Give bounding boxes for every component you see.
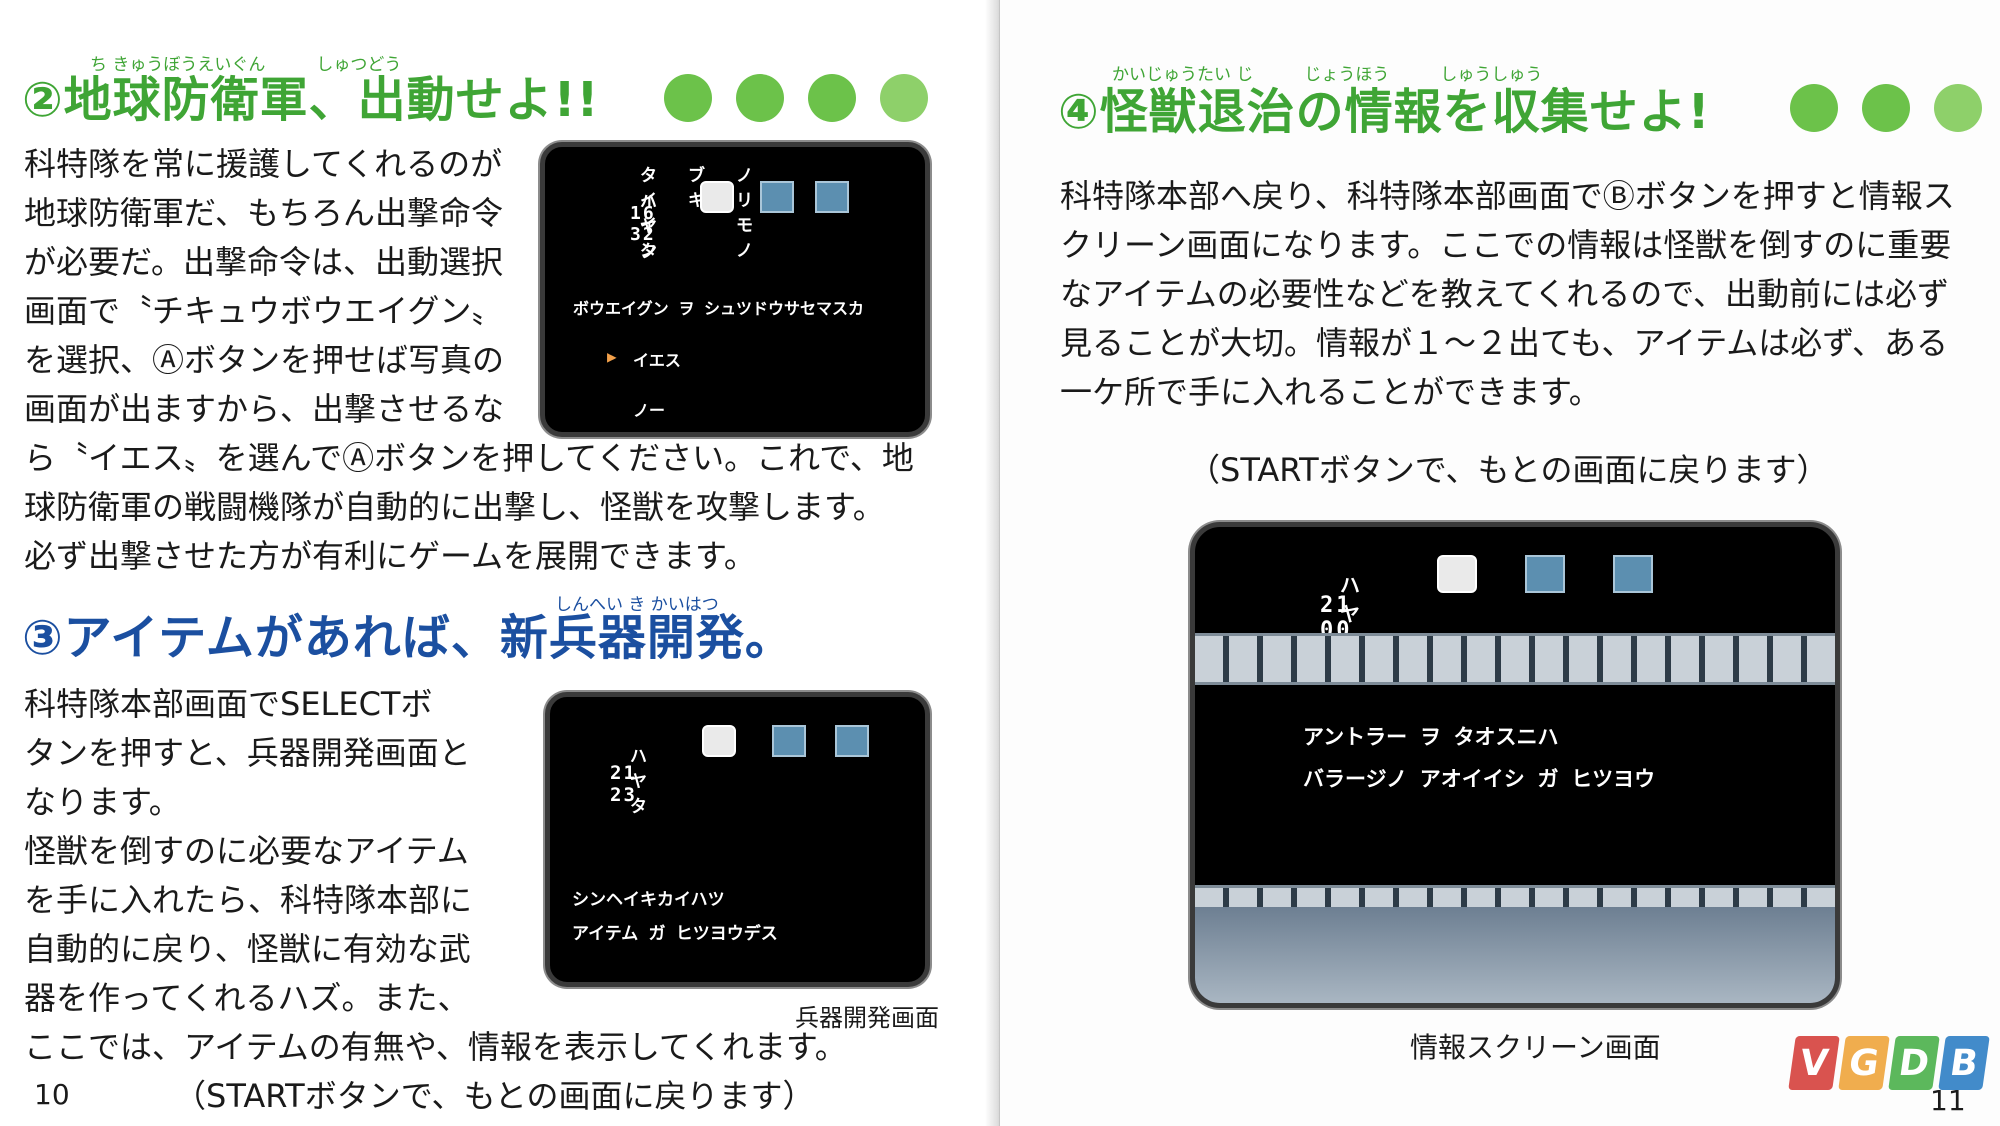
text-line: 自動的に戻り、怪獣に有効な武: [24, 930, 471, 968]
screen-line-1: アントラー ヲ タオスニハ: [1303, 725, 1559, 749]
screen-prompt: ボウエイグン ヲ シュツドウサセマスカ: [573, 299, 864, 318]
text-line: 科特隊本部へ戻り、科特隊本部画面でⒷボタンを押すと情報ス: [1060, 177, 1955, 215]
green-dot-icon: [1790, 84, 1838, 132]
pointer-cursor-icon: ▶: [607, 347, 617, 366]
section2-ruby: ち きゅうぼうえいぐん しゅつどう: [90, 55, 402, 75]
defense-force-screenshot: タイイン ブキ ノリモノ ハヤタ 16 32 ボウエイグン ヲ シュツドウサセマ…: [540, 142, 930, 437]
section3-ruby: しんへい き かいはつ: [555, 595, 719, 615]
hud-label: タイイン: [640, 166, 660, 261]
text-line: 一ケ所で手に入れることができます。: [1060, 373, 1601, 411]
green-dot-icon: [664, 74, 712, 122]
section2-paragraph: 科特隊を常に援護してくれるのが 地球防衛軍だ、もちろん出撃命令 が必要だ。出撃命…: [24, 140, 914, 581]
screen-line-2: バラージノ アオイイシ ガ ヒツヨウ: [1303, 767, 1656, 791]
astronaut-helmet-icon: [702, 725, 736, 757]
text-line: 球防衛軍の戦闘機隊が自動的に出撃し、怪獣を攻撃します。: [24, 488, 885, 526]
section2-title: ②地球防衛軍、出動せよ!!: [22, 72, 600, 128]
hud-name: ハヤタ: [640, 192, 657, 262]
option-yes: イエス: [633, 351, 681, 370]
page-number-right: 11: [1930, 1084, 1966, 1117]
green-dot-icon: [1934, 84, 1982, 132]
right-page: かいじゅうたい じ じょうほう しゅうしゅう ④怪獣退治の情報を収集せよ! 科特…: [1000, 0, 2000, 1126]
section4-ruby: かいじゅうたい じ じょうほう しゅうしゅう: [1112, 65, 1543, 85]
text-line: 画面で〝チキュウボウエイグン〟: [24, 292, 504, 330]
astronaut-helmet-icon: [700, 181, 734, 213]
vehicle-icon: [835, 725, 869, 757]
section2-decor-dots: [664, 74, 928, 122]
section3-paragraph: 科特隊本部画面でSELECTボ タンを押すと、兵器開発画面と なります。 怪獣を…: [24, 680, 847, 1121]
section4-title: ④怪獣退治の情報を収集せよ!: [1058, 84, 1711, 140]
logo-letter: G: [1838, 1036, 1890, 1090]
hud-label: ノリモノ: [736, 166, 756, 261]
text-line: 科特隊本部画面でSELECTボ: [24, 685, 433, 723]
text-line: が必要だ。出撃命令は、出動選択: [24, 243, 504, 281]
option-no: ノー: [633, 401, 666, 420]
left-page: ち きゅうぼうえいぐん しゅつどう ②地球防衛軍、出動せよ!! 科特隊を常に援護…: [22, 55, 939, 1121]
control-panel-strip-top: [1195, 633, 1835, 685]
hud-numbers: 21 23: [610, 762, 637, 806]
section4-paragraph: 科特隊本部へ戻り、科特隊本部画面でⒷボタンを押すと情報ス クリーン画面になります…: [1060, 172, 1955, 417]
green-dot-icon: [880, 74, 928, 122]
weapon-development-screenshot: ハヤタ 21 23 シンヘイキカイハツ アイテム ガ ヒツヨウデス: [545, 692, 930, 987]
logo-letter: B: [1938, 1036, 1990, 1090]
astronaut-helmet-icon: [1437, 555, 1477, 593]
text-line: 見ることが大切。情報が１～２出ても、アイテムは必ず、ある: [1060, 324, 1949, 362]
logo-letter: V: [1788, 1036, 1840, 1090]
console-base: [1195, 907, 1835, 1003]
text-line: なアイテムの必要性などを教えてくれるので、出動前には必ず: [1060, 275, 1949, 313]
section4-decor-dots: [1790, 84, 1982, 132]
section3-title: ③アイテムがあれば、新兵器開発。: [22, 610, 794, 666]
green-dot-icon: [736, 74, 784, 122]
weapon-icon: [1525, 555, 1565, 593]
vgdb-watermark-logo: V G D B: [1788, 1036, 1990, 1090]
info-screen-screenshot: ハヤタ 21 00 アントラー ヲ タオスニハ バラージノ アオイイシ ガ ヒツ…: [1190, 522, 1840, 1008]
text-line: ら〝イエス〟を選んでⒶボタンを押してください。これで、地: [24, 439, 914, 477]
text-line: タンを押すと、兵器開発画面と: [24, 734, 471, 772]
text-line: 必ず出撃させた方が有利にゲームを展開できます。: [24, 537, 756, 575]
logo-letter: D: [1888, 1036, 1940, 1090]
page-number-left: 10: [34, 1078, 70, 1111]
weapon-icon: [772, 725, 806, 757]
screen-line-1: シンヘイキカイハツ: [572, 890, 725, 910]
text-line: を選択、Ⓐボタンを押せば写真の: [24, 341, 505, 379]
green-dot-icon: [1862, 84, 1910, 132]
vehicle-icon: [815, 181, 849, 213]
info-screen-caption: 情報スクリーン画面: [1410, 1031, 1661, 1064]
text-line: 地球防衛軍だ、もちろん出撃命令: [24, 194, 504, 232]
text-line: クリーン画面になります。ここでの情報は怪獣を倒すのに重要: [1060, 226, 1952, 264]
text-line: を手に入れたら、科特隊本部に: [24, 881, 473, 919]
start-button-note: （STARTボタンで、もとの画面に戻ります）: [1188, 451, 1829, 489]
weapon-icon: [760, 181, 794, 213]
text-line: 怪獣を倒すのに必要なアイテム: [24, 832, 469, 870]
text-line: 科特隊を常に援護してくれるのが: [24, 145, 503, 183]
text-line: 画面が出ますから、出撃させるな: [24, 390, 505, 428]
weapon-development-caption: 兵器開発画面: [795, 1004, 939, 1032]
text-line: ここでは、アイテムの有無や、情報を表示してくれます。: [24, 1028, 847, 1066]
screen-line-2: アイテム ガ ヒツヨウデス: [572, 924, 778, 944]
green-dot-icon: [808, 74, 856, 122]
text-line: なります。: [24, 783, 181, 821]
text-line: 器を作ってくれるハズ。また、: [24, 979, 470, 1017]
text-line: （STARTボタンで、もとの画面に戻ります）: [174, 1077, 815, 1115]
hud-name: ハヤタ: [630, 747, 647, 817]
vehicle-icon: [1613, 555, 1653, 593]
hud-numbers: 16 32: [630, 203, 656, 245]
